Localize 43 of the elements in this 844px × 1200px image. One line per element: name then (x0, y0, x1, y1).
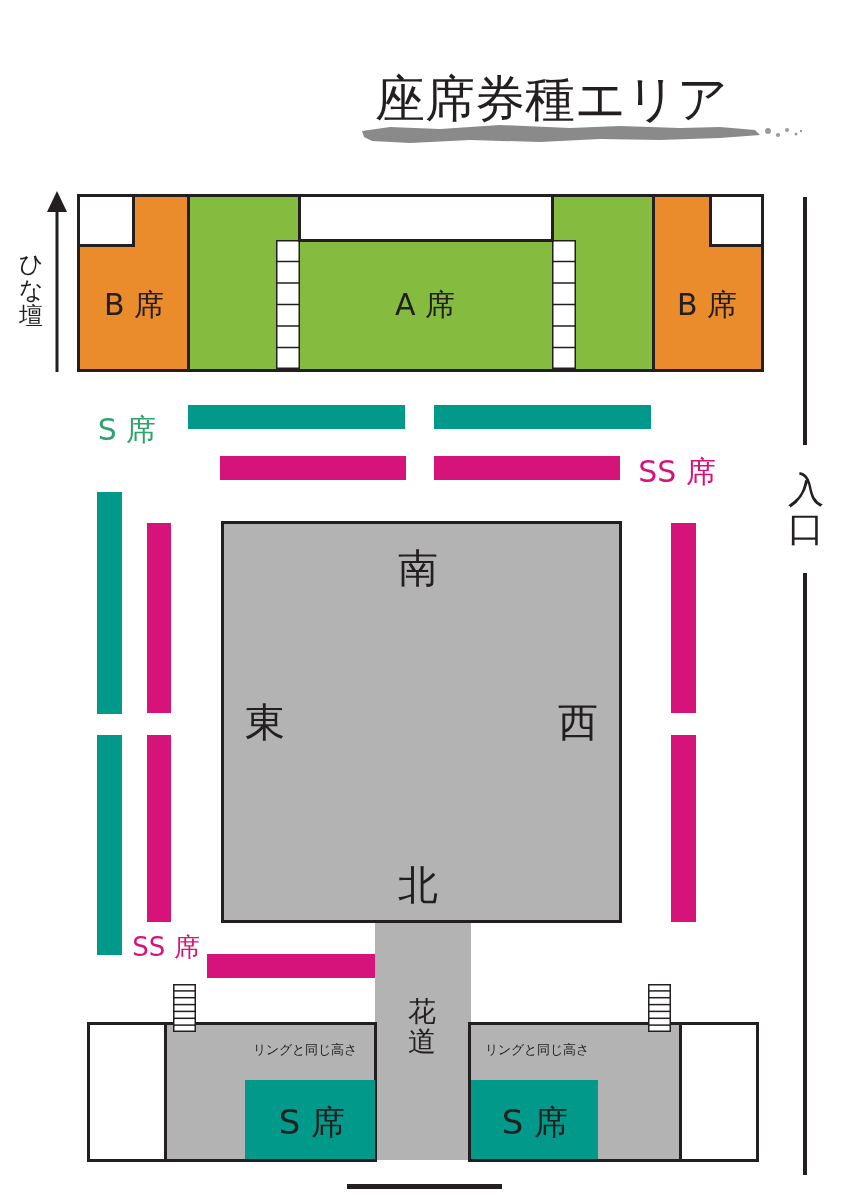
seating-area (245, 1080, 375, 1159)
seat-label: SS 席 (132, 934, 200, 960)
platform (468, 1022, 682, 1162)
seat-row (147, 523, 171, 713)
seat-row (147, 735, 171, 922)
blank-box (87, 1022, 167, 1162)
seating-area (652, 194, 764, 372)
area-label: A 席 (394, 290, 456, 320)
runway-label: 花道 (408, 996, 436, 1058)
seat-label: SS 席 (638, 457, 716, 487)
stand-label: ひな壇 (19, 252, 43, 330)
seat-row (97, 492, 122, 714)
seat-row (434, 405, 651, 429)
blank-box (77, 194, 135, 247)
compass-label: 東 (245, 702, 285, 742)
blank-box (298, 194, 554, 242)
seat-row (671, 735, 696, 922)
seating-area (471, 1080, 598, 1159)
compass-label: 南 (398, 548, 438, 588)
platform-note: リングと同じ高さ (253, 1042, 357, 1056)
seat-row (207, 954, 375, 978)
area-label: B 席 (103, 290, 165, 320)
platform-note: リングと同じ高さ (485, 1042, 589, 1056)
blank-box (709, 194, 764, 247)
area-label: S 席 (278, 1105, 346, 1139)
seat-row (188, 405, 405, 429)
runway (375, 923, 471, 1160)
blank-box (679, 1022, 759, 1162)
seat-row (220, 456, 406, 480)
entrance-label: 入口 (788, 471, 824, 549)
seating-area (187, 194, 655, 372)
page-title: 座席券種エリア (374, 74, 728, 124)
seat-row (434, 456, 620, 480)
compass-label: 北 (398, 865, 438, 905)
seat-label: S 席 (97, 415, 157, 445)
ring (221, 521, 622, 923)
platform (164, 1022, 377, 1162)
seating-area (77, 194, 190, 372)
seat-row (97, 735, 122, 955)
area-label: B 席 (676, 290, 738, 320)
seat-row (671, 523, 696, 713)
compass-label: 西 (558, 702, 598, 742)
area-label: S 席 (501, 1105, 569, 1139)
